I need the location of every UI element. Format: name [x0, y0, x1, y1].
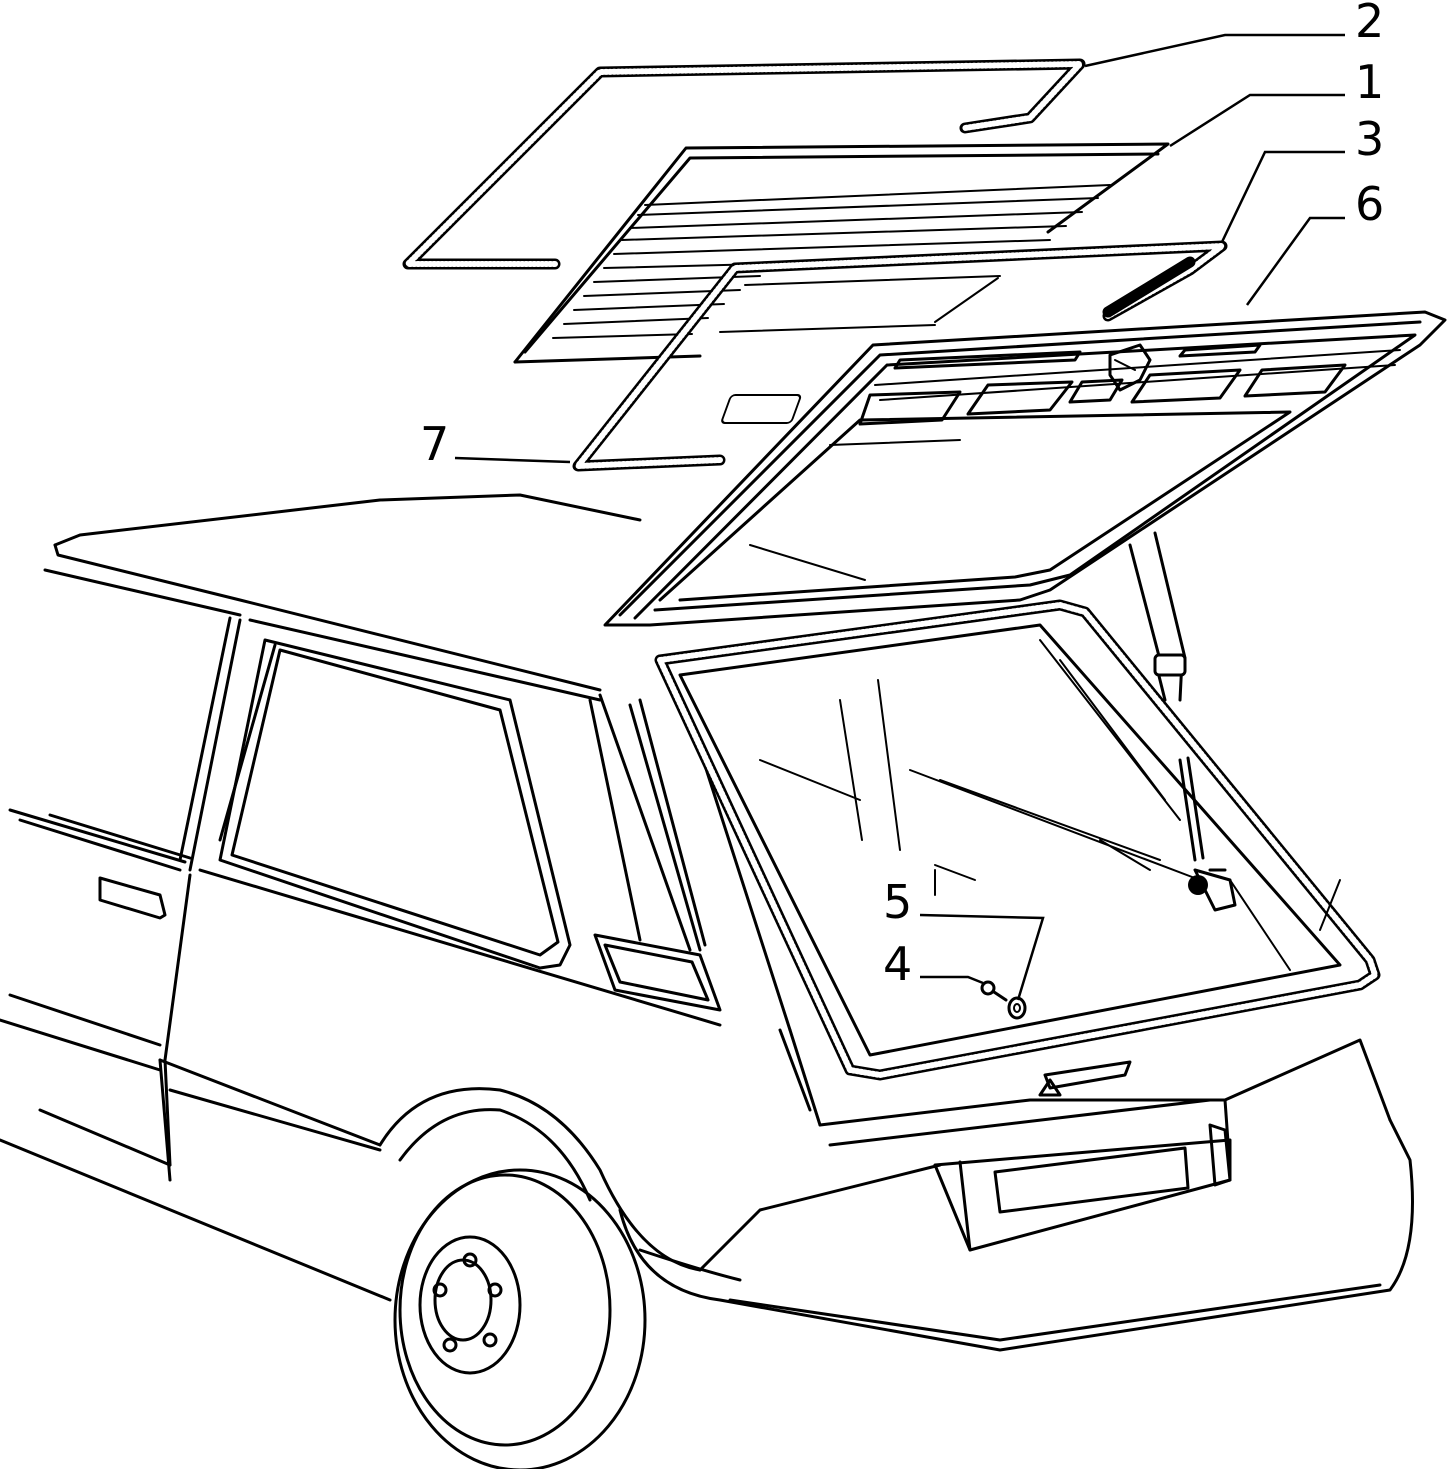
leader-lines [454, 33, 1345, 1001]
callout-3: 3 [1355, 112, 1384, 166]
callout-6: 6 [1355, 177, 1384, 231]
callout-labels: 2 1 3 6 7 5 4 [420, 0, 1384, 991]
callout-4: 4 [883, 937, 912, 991]
leader-3 [1220, 150, 1345, 243]
callout-1: 1 [1355, 55, 1384, 109]
tailgate-opening-seal [654, 599, 1381, 1081]
leader-5 [919, 913, 1045, 1001]
leader-1 [1169, 93, 1345, 148]
leader-4 [920, 975, 984, 985]
gas-strut [1128, 531, 1187, 702]
callout-2: 2 [1355, 0, 1384, 48]
leader-7 [454, 456, 571, 464]
leader-6 [1245, 216, 1345, 306]
part-1-rear-glass [513, 142, 1170, 364]
interior-lines [759, 639, 1341, 971]
part-5-washer [1007, 996, 1027, 1020]
part-3-inner-seal [572, 240, 1228, 472]
part-2-outer-seal [402, 58, 1086, 270]
car-body [0, 493, 1414, 1469]
part-4-screw [980, 980, 1008, 1002]
part-6-tailgate [603, 310, 1447, 627]
leader-2 [1084, 33, 1345, 68]
tailgate-panel-openings [721, 343, 1347, 426]
callout-7: 7 [420, 417, 449, 471]
rear-wiper [1178, 756, 1237, 912]
tailgate-hinge-mechanism [1108, 343, 1152, 392]
callout-5: 5 [883, 875, 912, 929]
heating-lines [552, 184, 1111, 339]
